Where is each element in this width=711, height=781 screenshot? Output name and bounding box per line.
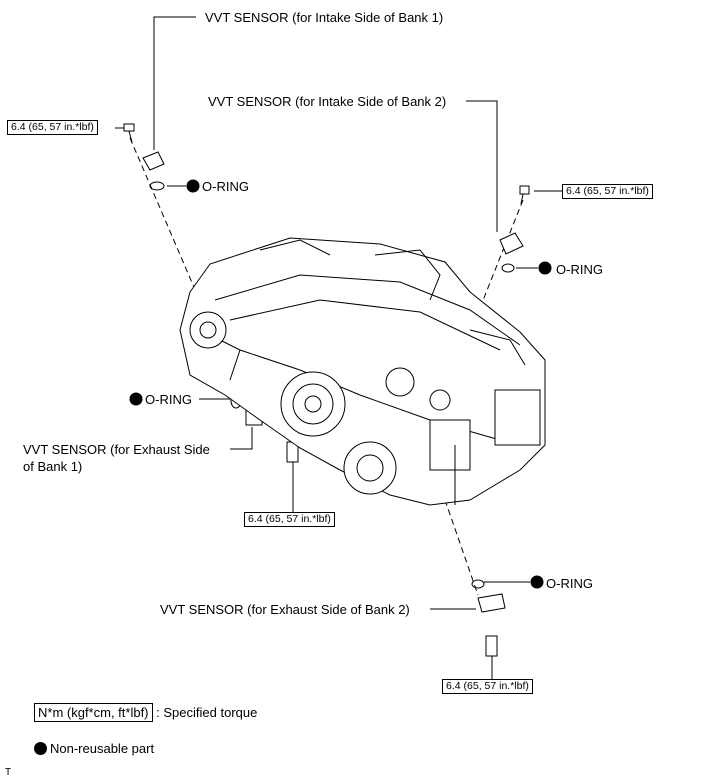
- label-intake-bank1: VVT SENSOR (for Intake Side of Bank 1): [205, 10, 444, 25]
- label-exhaust-bank1-line1: VVT SENSOR (for Exhaust Side: [23, 442, 210, 457]
- non-reusable-mark-left: [129, 392, 143, 406]
- label-exhaust-bank1-line2: of Bank 1): [23, 459, 83, 474]
- leader-intake-bank1: [153, 16, 196, 150]
- non-reusable-dot-icon: [34, 742, 47, 755]
- sensor-exhaust-bank2-shape: [471, 579, 506, 657]
- label-oring-exhaust-bank2: O-RING: [546, 576, 593, 591]
- engine-block-shape: [179, 237, 546, 506]
- torque-box-exhaust-bank2: 6.4 (65, 57 in.*lbf): [442, 679, 533, 694]
- sensor-intake-bank1-shape: [123, 123, 165, 191]
- label-oring-intake-bank2: O-RING: [556, 262, 603, 277]
- torque-box-intake-bank2: 6.4 (65, 57 in.*lbf): [562, 184, 653, 199]
- label-oring-exhaust-bank1: O-RING: [145, 392, 192, 407]
- label-exhaust-bank2: VVT SENSOR (for Exhaust Side of Bank 2): [160, 602, 410, 617]
- leader-exhaust-bank1: [230, 427, 253, 450]
- legend-non-reusable: Non-reusable part: [34, 741, 154, 756]
- sensor-intake-bank2-shape: [499, 185, 530, 273]
- legend-torque: N*m (kgf*cm, ft*lbf) : Specified torque: [34, 703, 258, 722]
- non-reusable-mark-right: [538, 261, 552, 275]
- torque-box-intake-bank1: 6.4 (65, 57 in.*lbf): [7, 120, 98, 135]
- non-reusable-mark-top: [186, 179, 200, 193]
- leader-intake-bank2: [466, 100, 498, 232]
- legend-torque-unit: N*m (kgf*cm, ft*lbf): [34, 703, 153, 722]
- non-reusable-mark-bottom: [530, 575, 544, 589]
- legend-non-reusable-label: Non-reusable part: [50, 741, 155, 756]
- label-oring-intake-bank1: O-RING: [202, 179, 249, 194]
- torque-box-exhaust-bank1: 6.4 (65, 57 in.*lbf): [244, 512, 335, 527]
- legend-torque-desc: : Specified torque: [156, 705, 258, 720]
- label-intake-bank2: VVT SENSOR (for Intake Side of Bank 2): [208, 94, 447, 109]
- footer-mark: T: [5, 767, 12, 778]
